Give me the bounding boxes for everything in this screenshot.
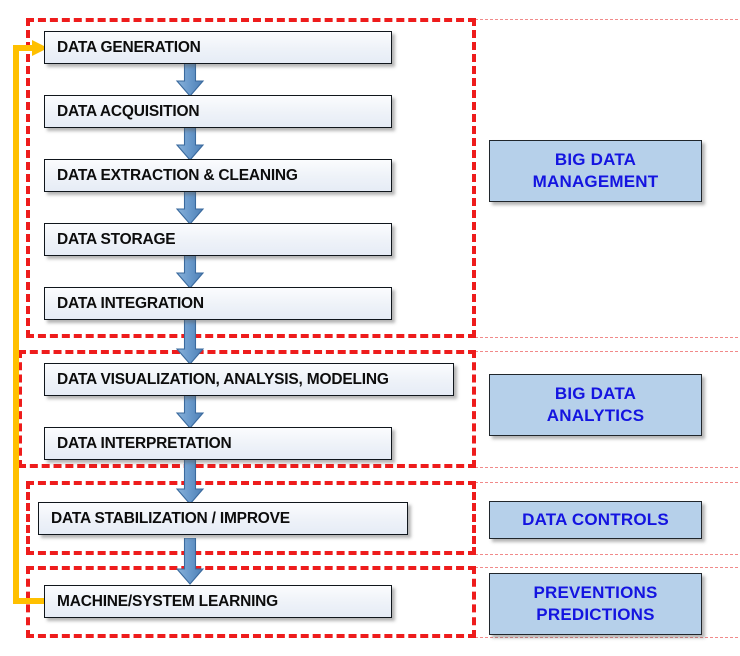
group-ext-data-controls-top (470, 482, 738, 483)
category-label-big-data-management-line1: BIG DATA (554, 149, 637, 169)
group-ext-preventions-predictions-top (470, 567, 738, 568)
process-box-data-storage[interactable]: DATA STORAGE (44, 223, 392, 256)
process-label-data-integration: DATA INTEGRATION (57, 294, 204, 312)
process-label-data-generation: DATA GENERATION (57, 38, 201, 56)
category-label-preventions-predictions-line1: PREVENTIONS (533, 582, 658, 602)
process-box-data-integration[interactable]: DATA INTEGRATION (44, 287, 392, 320)
flow-arrow-extraction-to-storage (175, 190, 205, 225)
category-box-big-data-management[interactable]: BIG DATA MANAGEMENT (489, 140, 702, 202)
process-box-data-generation[interactable]: DATA GENERATION (44, 31, 392, 64)
flow-arrow-storage-to-integration (175, 254, 205, 289)
process-label-data-visualization-analysis-modeling: DATA VISUALIZATION, ANALYSIS, MODELING (57, 370, 389, 388)
process-box-data-interpretation[interactable]: DATA INTERPRETATION (44, 427, 392, 460)
category-label-preventions-predictions-line2: PREDICTIONS (536, 605, 655, 624)
group-ext-big-data-analytics-top (470, 351, 738, 352)
process-box-data-extraction-cleaning[interactable]: DATA EXTRACTION & CLEANING (44, 159, 392, 192)
flow-arrow-visualization-to-interpretation (175, 394, 205, 429)
group-ext-big-data-management-bottom (470, 337, 738, 338)
process-box-data-visualization-analysis-modeling[interactable]: DATA VISUALIZATION, ANALYSIS, MODELING (44, 363, 454, 396)
flow-arrow-acquisition-to-extraction (175, 126, 205, 161)
process-label-data-storage: DATA STORAGE (57, 230, 176, 248)
flow-arrow-generation-to-acquisition (175, 62, 205, 97)
category-label-data-controls-line1: DATA CONTROLS (522, 509, 669, 529)
process-box-data-acquisition[interactable]: DATA ACQUISITION (44, 95, 392, 128)
category-label-big-data-management-line2: MANAGEMENT (532, 172, 659, 191)
category-box-big-data-analytics[interactable]: BIG DATA ANALYTICS (489, 374, 702, 436)
process-label-machine-system-learning: MACHINE/SYSTEM LEARNING (57, 592, 279, 610)
category-box-preventions-predictions[interactable]: PREVENTIONS PREDICTIONS (489, 573, 702, 635)
category-box-data-controls[interactable]: DATA CONTROLS (489, 501, 702, 539)
process-label-data-interpretation: DATA INTERPRETATION (57, 434, 232, 452)
process-label-data-acquisition: DATA ACQUISITION (57, 102, 200, 120)
category-label-big-data-analytics-line1: BIG DATA (554, 383, 637, 403)
process-label-data-extraction-cleaning: DATA EXTRACTION & CLEANING (57, 166, 298, 184)
group-ext-preventions-predictions-bottom (470, 637, 738, 638)
process-label-data-stabilization-improve: DATA STABILIZATION / IMPROVE (51, 509, 290, 527)
group-ext-big-data-analytics-bottom (470, 467, 738, 468)
category-label-big-data-analytics-line2: ANALYTICS (546, 406, 645, 425)
group-ext-data-controls-bottom (470, 554, 738, 555)
process-box-data-stabilization-improve[interactable]: DATA STABILIZATION / IMPROVE (38, 502, 408, 535)
process-box-machine-system-learning[interactable]: MACHINE/SYSTEM LEARNING (44, 585, 392, 618)
group-ext-big-data-management-top (470, 19, 738, 20)
